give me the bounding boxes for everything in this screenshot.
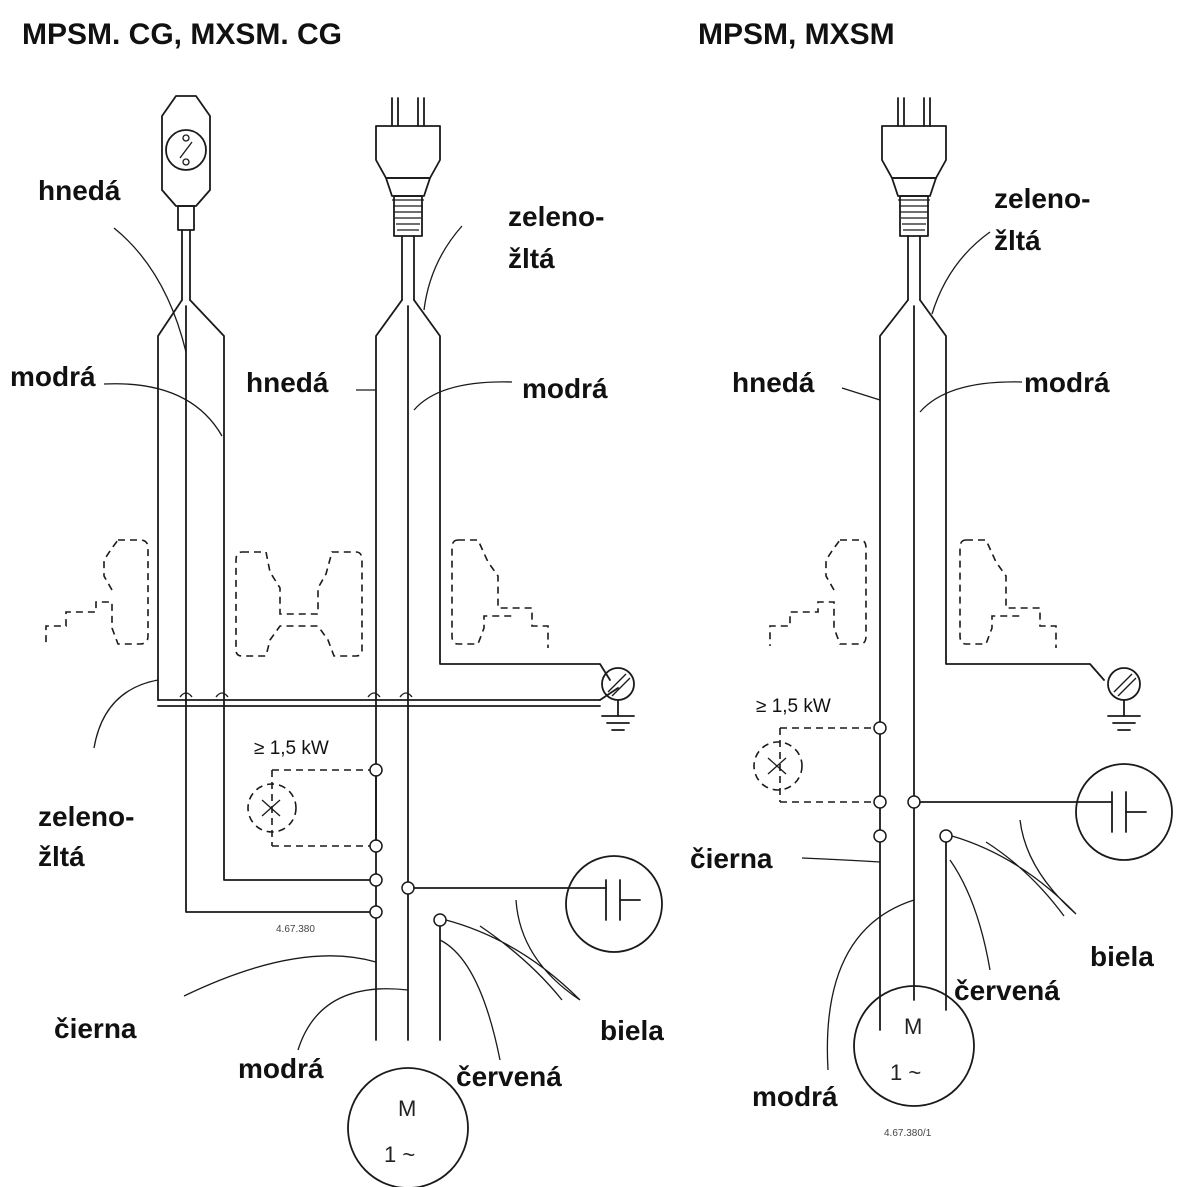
label-brown-round-plug: hnedá bbox=[246, 367, 329, 398]
label-blue-motor-left: modrá bbox=[238, 1053, 324, 1084]
label-ground-round-plug-2: žltá bbox=[508, 243, 555, 274]
crossing-marks bbox=[179, 692, 413, 698]
label-blue-round-plug: modrá bbox=[522, 373, 608, 404]
label-black-right: čierna bbox=[690, 843, 773, 874]
label-blue-flat-plug: modrá bbox=[10, 361, 96, 392]
label-brown-flat-plug: hnedá bbox=[38, 175, 121, 206]
motor-left-letter: M bbox=[398, 1096, 416, 1121]
ground-terminal-right-icon bbox=[1107, 667, 1141, 731]
motor-right-letter: M bbox=[904, 1014, 922, 1039]
appliance-outline-right bbox=[769, 539, 1057, 648]
leader-lines-left bbox=[93, 225, 513, 1061]
power-threshold-right: ≥ 1,5 kW bbox=[756, 696, 831, 717]
label-red-left: červená bbox=[456, 1061, 562, 1092]
label-ground-right-2: žltá bbox=[994, 225, 1041, 256]
label-ground-left-2: žltá bbox=[38, 841, 85, 872]
capacitor-icon-left bbox=[413, 855, 663, 1001]
left-cable bbox=[157, 299, 601, 913]
label-ground-right-1: zeleno- bbox=[994, 183, 1090, 214]
terminal-block-right bbox=[873, 721, 953, 843]
right-cable bbox=[879, 299, 1105, 1031]
leader-lines-right bbox=[801, 231, 1023, 1071]
appliance-outline-left bbox=[45, 539, 549, 657]
ground-terminal-icon bbox=[599, 667, 635, 731]
title-left: MPSM. CG, MXSM. CG bbox=[22, 18, 342, 51]
motor-right: M 1 ~ bbox=[853, 985, 975, 1107]
label-ground-left-1: zeleno- bbox=[38, 801, 134, 832]
power-option-right: ≥ 1,5 kW bbox=[753, 696, 880, 803]
capacitor-icon-right bbox=[919, 763, 1173, 917]
label-red-right: červená bbox=[954, 975, 1060, 1006]
drawing-code-right: 4.67.380/1 bbox=[884, 1128, 932, 1139]
flat-plug-icon bbox=[161, 95, 211, 301]
label-black-left: čierna bbox=[54, 1013, 137, 1044]
label-ground-round-plug-1: zeleno- bbox=[508, 201, 604, 232]
middle-cable bbox=[375, 299, 611, 1041]
motor-left-phase: 1 ~ bbox=[384, 1142, 415, 1167]
motor-left: M 1 ~ bbox=[347, 1067, 469, 1187]
power-threshold-left: ≥ 1,5 kW bbox=[254, 738, 329, 759]
label-white-right: biela bbox=[1090, 941, 1154, 972]
terminal-block-left bbox=[369, 763, 447, 927]
drawing-code-left: 4.67.380 bbox=[276, 924, 315, 935]
label-blue-right: modrá bbox=[1024, 367, 1110, 398]
round-plug-right-icon bbox=[881, 97, 947, 301]
power-option-left: ≥ 1,5 kW bbox=[247, 738, 372, 847]
motor-right-phase: 1 ~ bbox=[890, 1060, 921, 1085]
title-right: MPSM, MXSM bbox=[698, 18, 895, 51]
label-brown-right: hnedá bbox=[732, 367, 815, 398]
label-blue-motor-right: modrá bbox=[752, 1081, 838, 1112]
label-white-left: biela bbox=[600, 1015, 664, 1046]
round-plug-icon bbox=[375, 97, 441, 301]
